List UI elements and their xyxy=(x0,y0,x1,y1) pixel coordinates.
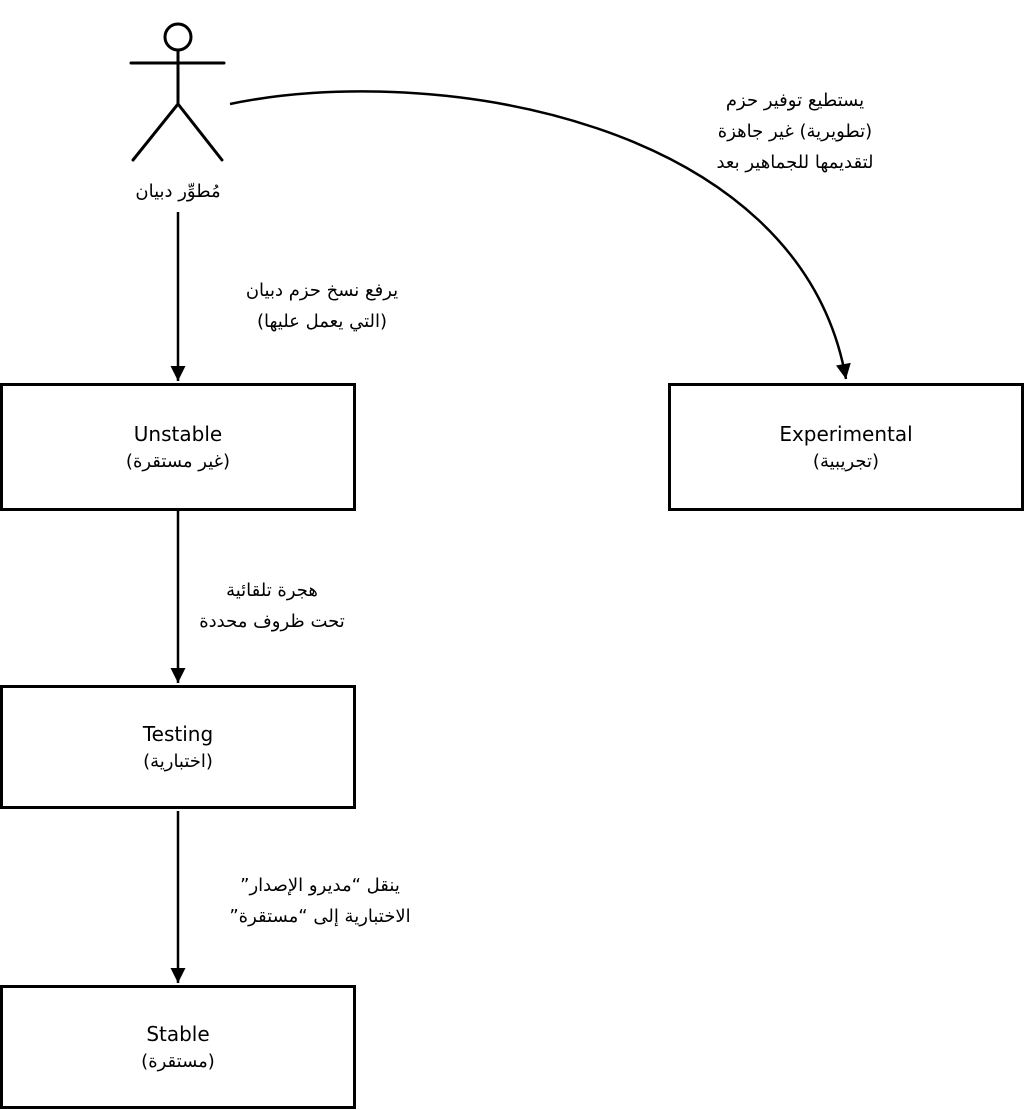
edge-label-experimental-line1: يستطيع توفير حزم xyxy=(725,90,865,111)
edge-label-experimental: يستطيع توفير حزم (تطويرية) غير جاهزة لتق… xyxy=(655,85,935,178)
node-stable-subtitle: (مستقرة) xyxy=(141,1050,215,1072)
node-experimental-subtitle: (تجريبية) xyxy=(812,450,880,472)
arrow-to-experimental xyxy=(229,90,851,380)
node-unstable-subtitle: (غير مستقرة) xyxy=(125,450,231,472)
edge-label-upload-line2: (التي يعمل عليها) xyxy=(256,311,388,332)
node-unstable: Unstable (غير مستقرة) xyxy=(0,383,356,511)
edge-label-upload-line1: يرفع نسخ حزم دبيان xyxy=(245,280,399,301)
node-unstable-title: Unstable xyxy=(133,421,223,446)
edge-label-release-line1: ينقل “مديرو الإصدار” xyxy=(240,875,400,896)
node-experimental: Experimental (تجريبية) xyxy=(668,383,1024,511)
node-testing-subtitle: (اختبارية) xyxy=(143,750,213,772)
edge-label-experimental-line2: (تطويرية) غير جاهزة xyxy=(717,121,873,142)
edge-label-release-line2: الاختبارية إلى “مستقرة” xyxy=(229,906,411,927)
node-testing: Testing (اختبارية) xyxy=(0,685,356,809)
person-icon xyxy=(129,22,226,162)
actor-label: مُطوِّر دبيان xyxy=(135,181,221,202)
node-testing-title: Testing xyxy=(142,721,214,746)
edge-label-migration: هجرة تلقائية تحت ظروف محددة xyxy=(168,575,376,637)
edge-label-migration-line1: هجرة تلقائية xyxy=(226,580,318,601)
node-stable-title: Stable xyxy=(146,1021,210,1046)
edge-label-upload: يرفع نسخ حزم دبيان (التي يعمل عليها) xyxy=(198,275,446,337)
node-experimental-title: Experimental xyxy=(779,421,913,446)
node-stable: Stable (مستقرة) xyxy=(0,985,356,1109)
edge-label-experimental-line3: لتقديمها للجماهير بعد xyxy=(716,152,874,173)
edge-label-release: ينقل “مديرو الإصدار” الاختبارية إلى “مست… xyxy=(195,870,445,932)
edge-label-migration-line2: تحت ظروف محددة xyxy=(199,611,345,632)
